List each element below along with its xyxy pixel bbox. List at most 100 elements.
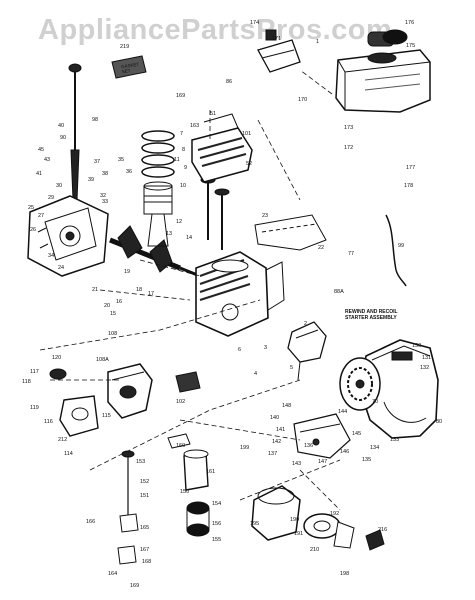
callout-119: 119 (30, 405, 39, 411)
assembly-lines (39, 69, 341, 511)
callout-120: 120 (52, 355, 62, 361)
callout-80: 80 (436, 419, 443, 425)
callout-178: 178 (404, 183, 414, 189)
callout-102: 102 (176, 399, 186, 405)
callout-33: 33 (102, 199, 109, 205)
callout-24: 24 (58, 265, 65, 271)
callout-148: 148 (282, 403, 292, 409)
control-bracket (293, 413, 351, 459)
callout-212: 212 (58, 437, 68, 443)
callout-152: 152 (140, 479, 150, 485)
callout-117: 117 (30, 369, 39, 375)
callout-195: 195 (250, 521, 260, 527)
callout-142: 142 (272, 439, 282, 445)
callout-30: 30 (56, 183, 63, 189)
callout-16: 16 (116, 299, 123, 305)
dipstick (68, 63, 82, 201)
callout-114: 114 (64, 451, 73, 457)
note-line-1: REWIND AND RECOIL (345, 309, 398, 315)
callout-144: 144 (338, 409, 348, 415)
callout-153: 153 (136, 459, 146, 465)
callout-34: 34 (48, 253, 55, 259)
callout-22: 22 (318, 245, 325, 251)
callout-169: 169 (176, 93, 186, 99)
callout-191: 191 (294, 531, 304, 537)
callout-216: 216 (378, 527, 388, 533)
callout-32: 32 (100, 193, 107, 199)
callout-133: 133 (390, 437, 400, 443)
callout-160: 160 (176, 443, 186, 449)
bolt-stack-left (117, 450, 139, 565)
callout-3: 3 (264, 345, 268, 351)
piston (143, 181, 173, 247)
callout-108: 108 (108, 331, 118, 337)
callout-137: 137 (268, 451, 278, 457)
callout-7: 7 (180, 131, 184, 137)
callout-52: 52 (246, 161, 253, 167)
callout-14: 14 (186, 235, 193, 241)
callout-51: 51 (210, 111, 217, 117)
callout-17: 17 (148, 291, 155, 297)
callout-155: 155 (212, 537, 222, 543)
callout-40: 40 (58, 123, 65, 129)
callout-118: 118 (22, 379, 31, 385)
callout-199: 199 (240, 445, 250, 451)
callout-192: 192 (330, 511, 340, 517)
blower-housing (359, 339, 439, 439)
callout-20: 20 (104, 303, 111, 309)
foam-filters (186, 501, 210, 537)
callout-171: 171 (272, 36, 282, 42)
callout-9: 9 (184, 165, 188, 171)
callout-27: 27 (38, 213, 45, 219)
callout-39: 39 (88, 177, 95, 183)
spark-plug-boot (167, 433, 191, 449)
callout-19: 19 (124, 269, 131, 275)
callout-145: 145 (352, 431, 362, 437)
callout-136: 136 (304, 443, 314, 449)
callout-161: 161 (206, 469, 216, 475)
callout-4: 4 (254, 371, 258, 377)
callout-88a: 88A (334, 289, 344, 295)
callout-173: 173 (344, 125, 354, 131)
carburetor (107, 363, 153, 419)
callout-172: 172 (344, 145, 354, 151)
governor-plate (175, 371, 201, 393)
callout-13: 13 (166, 231, 173, 237)
callout-164: 164 (108, 571, 118, 577)
callout-154: 154 (212, 501, 222, 507)
starter-cup (251, 485, 301, 541)
callout-86: 86 (226, 79, 233, 85)
callout-141: 141 (276, 427, 286, 433)
callout-29: 29 (48, 195, 55, 201)
callout-131: 131 (422, 355, 432, 361)
valves (200, 176, 230, 250)
callout-176: 176 (405, 20, 415, 26)
callout-2: 2 (304, 321, 308, 327)
flywheel (339, 357, 381, 411)
callout-190: 190 (290, 517, 300, 523)
callout-166: 166 (86, 519, 96, 525)
callout-147: 147 (318, 459, 328, 465)
callout-98: 98 (92, 117, 99, 123)
callout-175: 175 (406, 43, 416, 49)
air-filter (183, 449, 209, 491)
callout-90: 90 (60, 135, 67, 141)
callout-143: 143 (292, 461, 302, 467)
tank-bracket (257, 29, 301, 73)
callout-38: 38 (102, 171, 109, 177)
callout-116: 116 (44, 419, 53, 425)
callout-6: 6 (238, 347, 242, 353)
primer-bulb (49, 368, 67, 380)
callout-5: 5 (290, 365, 294, 371)
callout-70: 70 (372, 399, 379, 405)
fuel-tank (335, 31, 431, 113)
note-line-2: STARTER ASSEMBLY (345, 315, 397, 321)
callout-174: 174 (250, 20, 260, 26)
gas-cap (382, 29, 408, 45)
callout-101: 101 (242, 131, 252, 137)
callout-135: 135 (362, 457, 372, 463)
engine-block (195, 251, 285, 337)
callout-163: 163 (190, 123, 200, 129)
callout-132: 132 (420, 365, 430, 371)
